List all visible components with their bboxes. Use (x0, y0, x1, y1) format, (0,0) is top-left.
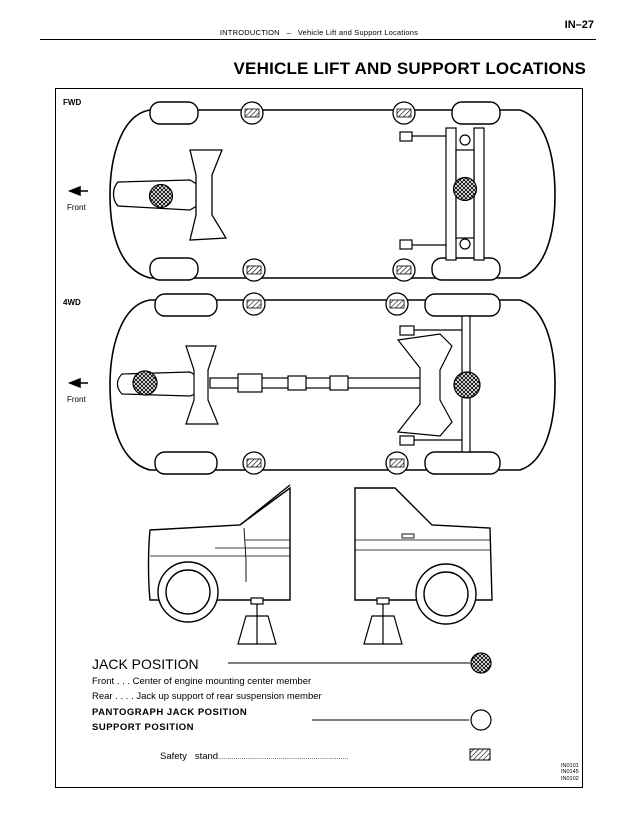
jack-position-heading: JACK POSITION (92, 656, 199, 672)
side-view-rear (354, 487, 493, 625)
figure-frame (55, 88, 583, 788)
safety-stand-label: Safety stand............................… (160, 751, 348, 762)
awd-label: 4WD (63, 298, 81, 307)
fwd-front-jack-point (148, 183, 174, 209)
header-rule (40, 39, 596, 41)
awd-front-jack-point (132, 370, 158, 396)
figure-code: IN0102 (561, 775, 579, 782)
figure-code: IN0101 (561, 763, 579, 769)
awd-drivetrain (116, 315, 471, 453)
header-dash: – (286, 28, 292, 37)
fwd-wheels (149, 101, 501, 281)
fwd-rear-suspension (399, 127, 485, 261)
figure-code: IN0145 (561, 769, 579, 776)
safety-stand-symbol (469, 748, 491, 761)
jack-front-description: Front . . . Center of engine mounting ce… (92, 676, 312, 687)
fwd-support-points (240, 101, 416, 282)
fwd-rear-jack-point (452, 176, 478, 202)
page-number: IN–27 (564, 19, 594, 31)
safety-stand-dots: ........................................… (218, 754, 349, 761)
safety-stand-front (237, 597, 277, 645)
page-title: VEHICLE LIFT AND SUPPORT LOCATIONS (233, 59, 586, 78)
awd-front-label: Front (67, 395, 86, 404)
header-section: INTRODUCTION (219, 28, 280, 37)
fwd-front-arrow-icon (67, 185, 88, 197)
pantograph-heading: PANTOGRAPH JACK POSITION (92, 707, 248, 718)
jack-rear-description: Rear . . . . Jack up support of rear sus… (92, 691, 322, 702)
running-header: INTRODUCTION – Vehicle Lift and Support … (0, 28, 638, 37)
awd-vehicle-outline (109, 299, 556, 471)
awd-rear-jack-point (453, 371, 481, 399)
awd-front-arrow-icon (67, 377, 88, 389)
safety-stand-rear (363, 597, 403, 645)
awd-wheels (154, 293, 501, 475)
jack-position-symbol (470, 652, 492, 674)
support-heading: SUPPORT POSITION (92, 722, 194, 733)
pantograph-symbol (470, 709, 492, 731)
awd-support-points (242, 292, 409, 475)
safety-stand-text: Safety stand (160, 751, 219, 762)
fwd-front-label: Front (67, 203, 86, 212)
fwd-label: FWD (63, 98, 82, 107)
header-subsection: Vehicle Lift and Support Locations (297, 28, 419, 37)
figure-codes: IN0101 IN0145 IN0102 (561, 763, 579, 782)
side-view-front (147, 484, 291, 623)
